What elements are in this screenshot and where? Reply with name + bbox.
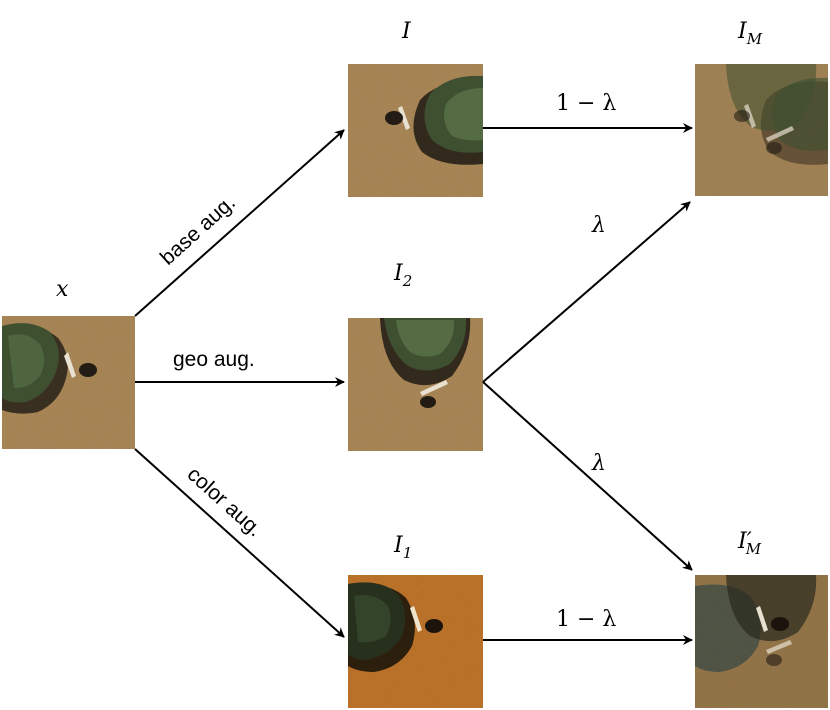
arrow-I2-to-IMp bbox=[482, 381, 693, 571]
image-I1 bbox=[348, 575, 483, 708]
edge-label-geo-aug: geo aug. bbox=[173, 348, 255, 371]
edge-label-base-aug: base aug. bbox=[156, 191, 240, 270]
label-IM: IM bbox=[737, 19, 763, 48]
image-I2 bbox=[348, 318, 483, 451]
image-IM bbox=[695, 64, 828, 196]
image-I bbox=[348, 64, 483, 197]
arrow-base-aug bbox=[134, 129, 345, 317]
arrow-I2-to-IM bbox=[482, 201, 691, 383]
label-I: I bbox=[401, 19, 412, 44]
edge-label-I2-to-IMp: λ bbox=[591, 451, 606, 476]
image-IM-prime bbox=[695, 575, 828, 708]
label-IM-prime: I′M bbox=[737, 529, 762, 558]
edge-label-I1-to-IMp: 1 − λ bbox=[556, 607, 616, 632]
edge-label-I2-to-IM: λ bbox=[591, 213, 606, 238]
label-I1: I1 bbox=[393, 533, 412, 562]
edge-label-I-to-IM: 1 − λ bbox=[556, 91, 616, 116]
label-x: x bbox=[56, 277, 69, 302]
image-x bbox=[2, 316, 135, 449]
label-I2: I2 bbox=[393, 261, 412, 290]
arrow-color-aug bbox=[134, 448, 345, 638]
